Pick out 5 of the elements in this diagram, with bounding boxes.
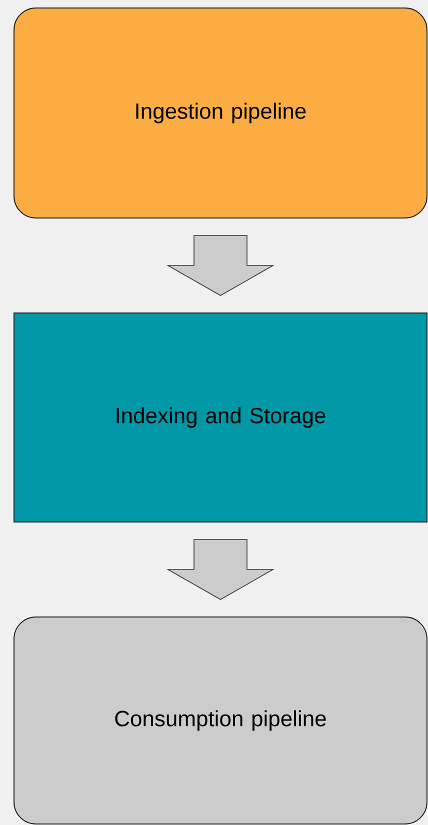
process-box: Indexing and Storage [14,312,428,522]
block-arrow [166,235,274,296]
process-box: Consumption pipeline [14,616,428,824]
block-arrow [166,539,274,600]
process-box: Ingestion pipeline [14,8,428,218]
